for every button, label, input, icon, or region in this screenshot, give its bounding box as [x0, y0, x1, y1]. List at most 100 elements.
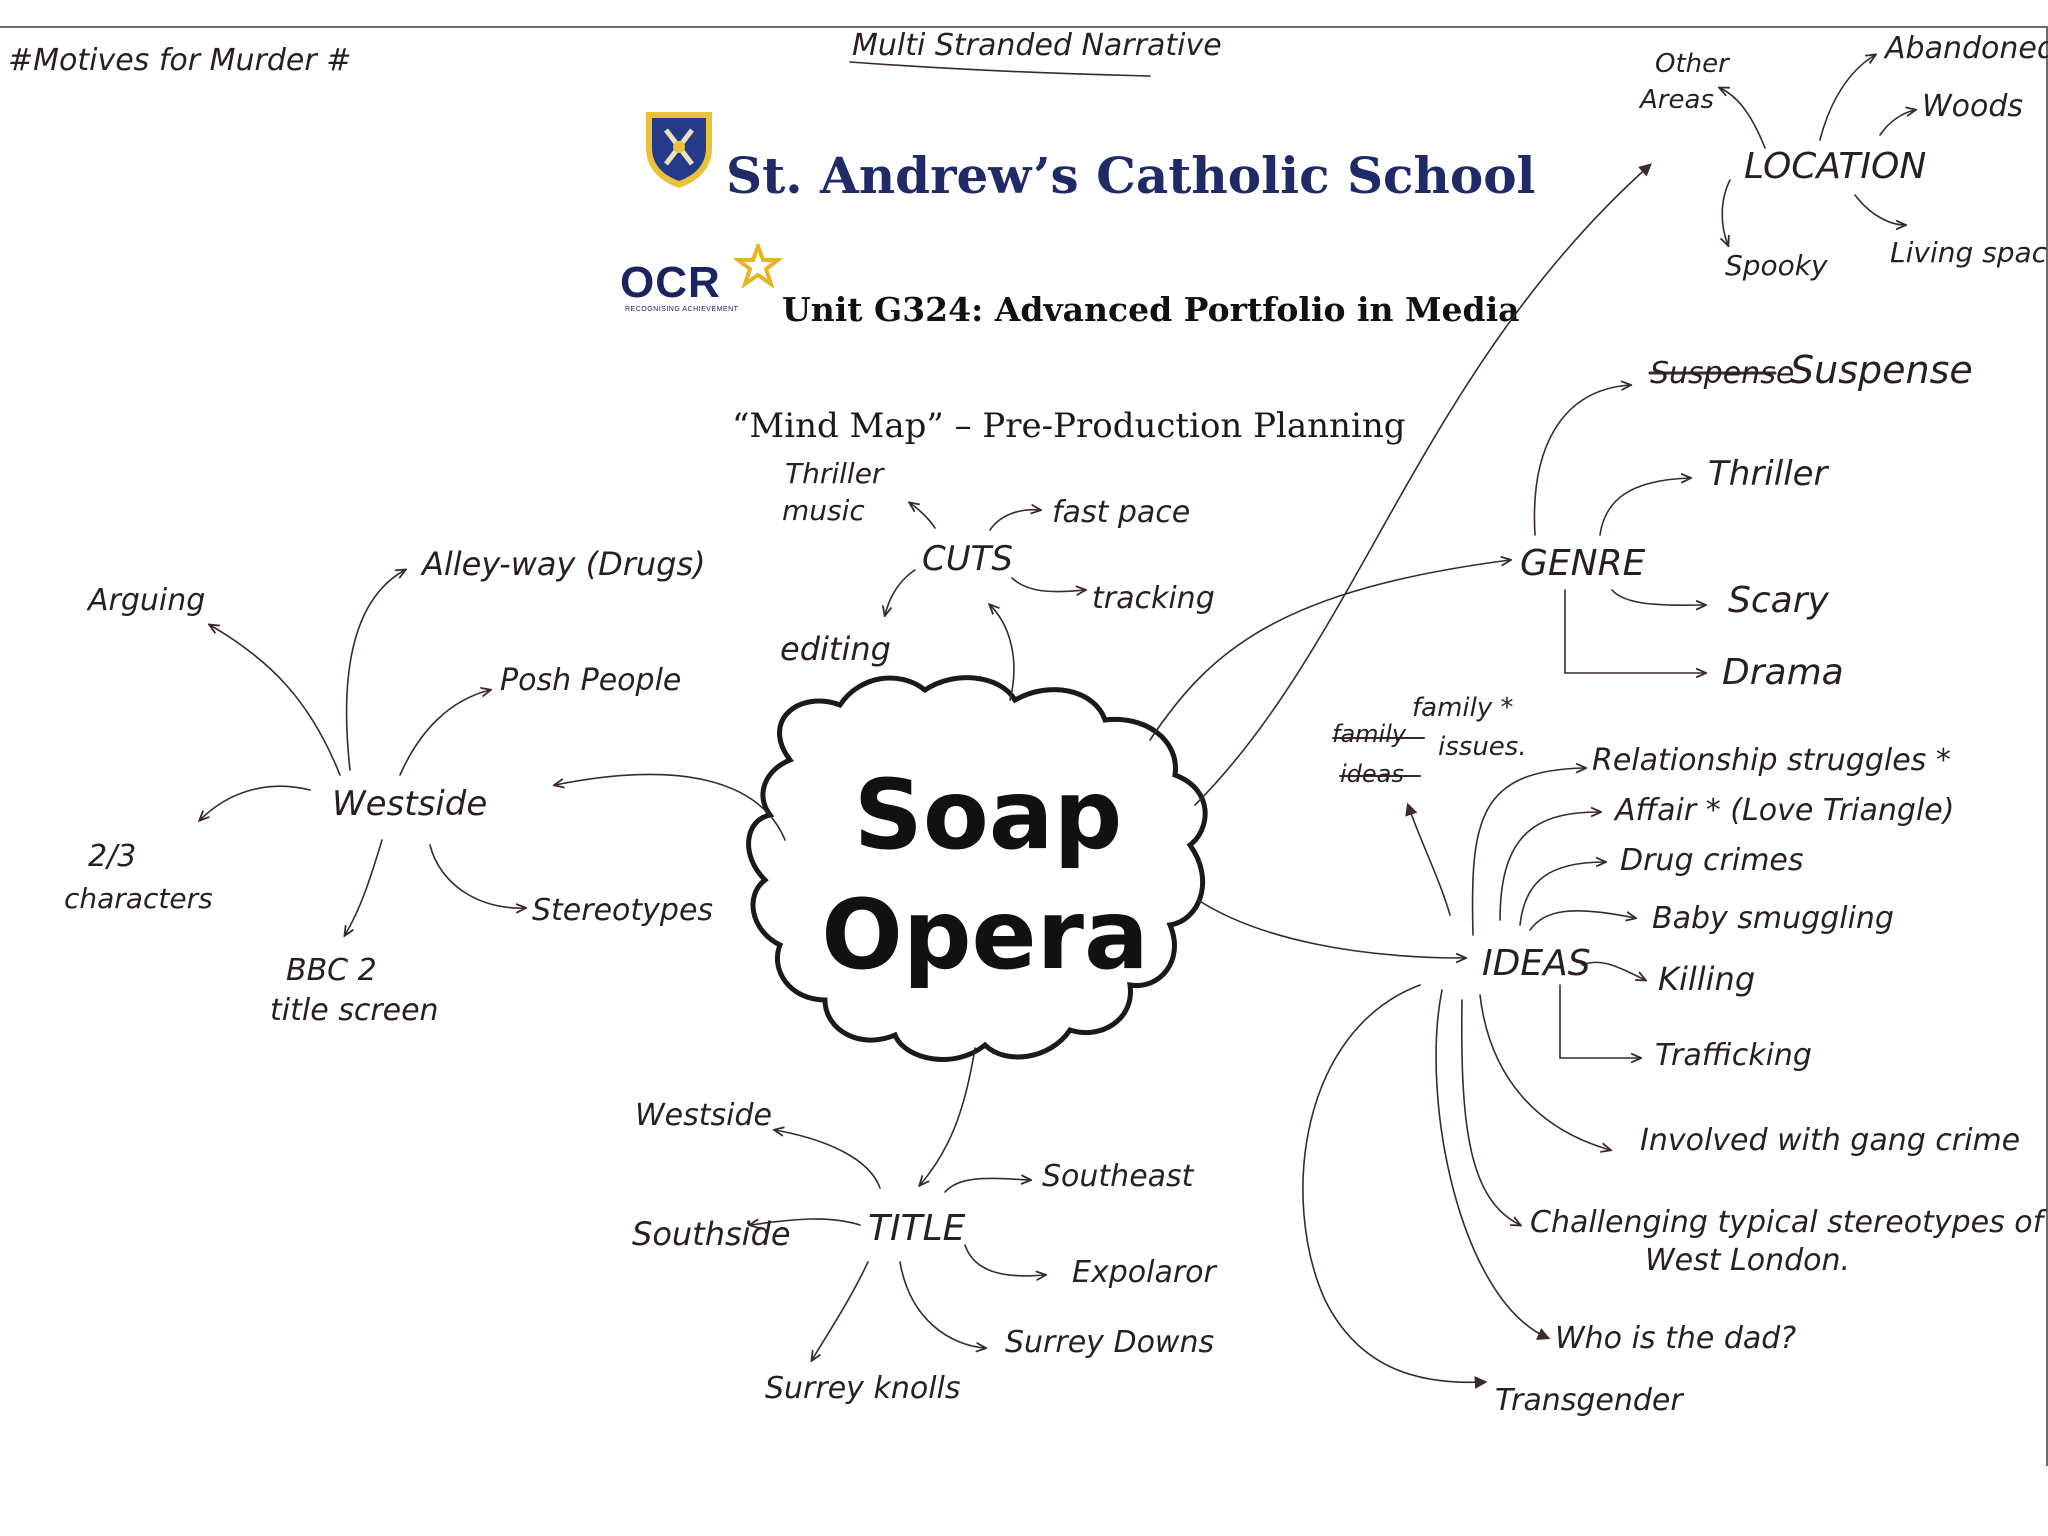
edge-ideas-trafficking [1559, 984, 1640, 1058]
genre-crossed: Suspense [1650, 356, 1794, 391]
node-location: LOCATION [1744, 146, 1926, 187]
edge-title-southside [750, 1218, 861, 1225]
genre-drama: Drama [1722, 652, 1844, 693]
edge-ideas-relationship [1471, 768, 1585, 936]
edge-center-ideas [1197, 899, 1465, 958]
title-surreyknolls: Surrey knolls [765, 1371, 961, 1406]
center-cloud [746, 675, 1208, 1062]
underline-top [849, 61, 1151, 77]
unit-title: Unit G324: Advanced Portfolio in Media [782, 290, 1520, 329]
page-subtitle: “Mind Map” – Pre-Production Planning [732, 406, 1406, 446]
location-areas: Areas [1638, 85, 1714, 115]
ideas-gang: Involved with gang crime [1640, 1123, 2020, 1158]
location-other: Other [1655, 49, 1731, 79]
top-border [0, 26, 2048, 28]
node-ideas: IDEAS [1482, 943, 1591, 984]
edge-center-cuts [990, 605, 1015, 701]
title-surreydowns: Surrey Downs [1005, 1325, 1214, 1360]
ideas-westlondon: West London. [1645, 1243, 1850, 1278]
edge-westside-stereotypes [429, 844, 525, 908]
edge-ideas-baby [1529, 910, 1635, 931]
edge-location-woods [1879, 110, 1915, 136]
ideas-issues-label: issues. [1438, 732, 1527, 762]
note-multistranded: Multi Stranded Narrative [852, 28, 1222, 63]
cuts-music: music [782, 494, 865, 527]
ideas-family-label: family * [1412, 693, 1514, 723]
edge-westside-alley [345, 570, 405, 771]
title-westside: Westside [635, 1098, 772, 1133]
westside-titlescreen: title screen [270, 993, 439, 1028]
node-westside: Westside [332, 784, 487, 824]
edge-cuts-tracking [1011, 577, 1085, 592]
edge-center-westside [555, 773, 786, 841]
node-cuts: CUTS [922, 539, 1013, 579]
ideas-affair: Affair * (Love Triangle) [1613, 793, 1954, 828]
ideas-transgender: Transgender [1495, 1383, 1684, 1418]
westside-stereotypes: Stereotypes [532, 893, 713, 928]
edge-ideas-gang [1479, 994, 1610, 1150]
edge-cuts-editing [885, 569, 916, 615]
edge-ideas-killing [1581, 961, 1645, 980]
ideas-trafficking: Trafficking [1655, 1038, 1812, 1073]
westside-bbc: BBC 2 [286, 953, 377, 988]
westside-alleyway: Alley-way (Drugs) [420, 545, 706, 583]
cuts-thriller: Thriller [785, 457, 885, 490]
edge-title-expolaror [964, 1244, 1045, 1276]
node-genre: GENRE [1520, 543, 1646, 584]
cuts-fastpace: fast pace [1052, 495, 1190, 530]
ocr-logo: OCR [620, 258, 721, 307]
ideas-drug: Drug crimes [1620, 843, 1804, 878]
westside-characters: characters [64, 882, 213, 915]
edge-ideas-drug [1519, 862, 1605, 926]
location-woods: Woods [1922, 89, 2023, 124]
edge-title-surreydowns [899, 1261, 985, 1348]
edge-westside-arguing [210, 625, 341, 776]
genre-suspense: Suspense [1790, 348, 1973, 392]
title-expolaror: Expolaror [1072, 1255, 1218, 1290]
school-crest-icon [646, 112, 712, 188]
title-southside: Southside [632, 1215, 791, 1253]
location-living: Living space [1890, 236, 2048, 269]
westside-posh: Posh People [500, 663, 681, 698]
edge-location-abandoned [1819, 55, 1875, 141]
genre-thriller: Thriller [1708, 454, 1830, 494]
edge-ideas-affair [1499, 812, 1600, 921]
genre-scary: Scary [1728, 580, 1830, 621]
star-icon [734, 244, 782, 288]
location-spooky: Spooky [1725, 249, 1828, 282]
right-border [2046, 26, 2048, 1466]
center-line1: Soap [854, 759, 1123, 871]
edge-ideas-family [1405, 802, 1451, 916]
ideas-whosdad: Who is the dad? [1555, 1321, 1796, 1356]
note-motives: #Motives for Murder # [8, 43, 351, 78]
edge-location-otherareas [1720, 88, 1766, 149]
edge-cuts-fastpace [989, 510, 1040, 531]
ideas-killing: Killing [1658, 960, 1755, 998]
edge-genre-drama [1564, 589, 1705, 673]
school-name: St. Andrew’s Catholic School [726, 146, 1536, 205]
ideas-crossed-family: family [1332, 720, 1407, 748]
bottom-margin [0, 1468, 2048, 1536]
edge-center-title [920, 1047, 976, 1185]
westside-characters-num: 2/3 [88, 839, 136, 874]
edge-title-southeast [944, 1178, 1030, 1193]
ideas-crossed-ideas: ideas [1340, 760, 1404, 788]
cuts-tracking: tracking [1092, 581, 1215, 616]
ideas-challenging: Challenging typical stereotypes of [1530, 1205, 2048, 1240]
edge-ideas-whosdad [1435, 989, 1551, 1340]
ocr-tagline: RECOGNISING ACHIEVEMENT [625, 306, 739, 313]
ideas-baby: Baby smuggling [1652, 901, 1894, 936]
edge-title-surreyknolls [812, 1261, 869, 1360]
edge-title-westside [775, 1130, 881, 1189]
ideas-relationship: Relationship struggles * [1592, 743, 1951, 778]
edge-center-location [1194, 163, 1652, 806]
westside-arguing: Arguing [86, 583, 205, 618]
edge-westside-characters [200, 785, 311, 820]
node-title: TITLE [868, 1208, 966, 1249]
edge-ideas-challenging [1460, 999, 1520, 1225]
edge-genre-suspense [1533, 385, 1630, 536]
edge-ideas-transgender [1302, 984, 1488, 1389]
edge-genre-thriller [1599, 478, 1690, 536]
